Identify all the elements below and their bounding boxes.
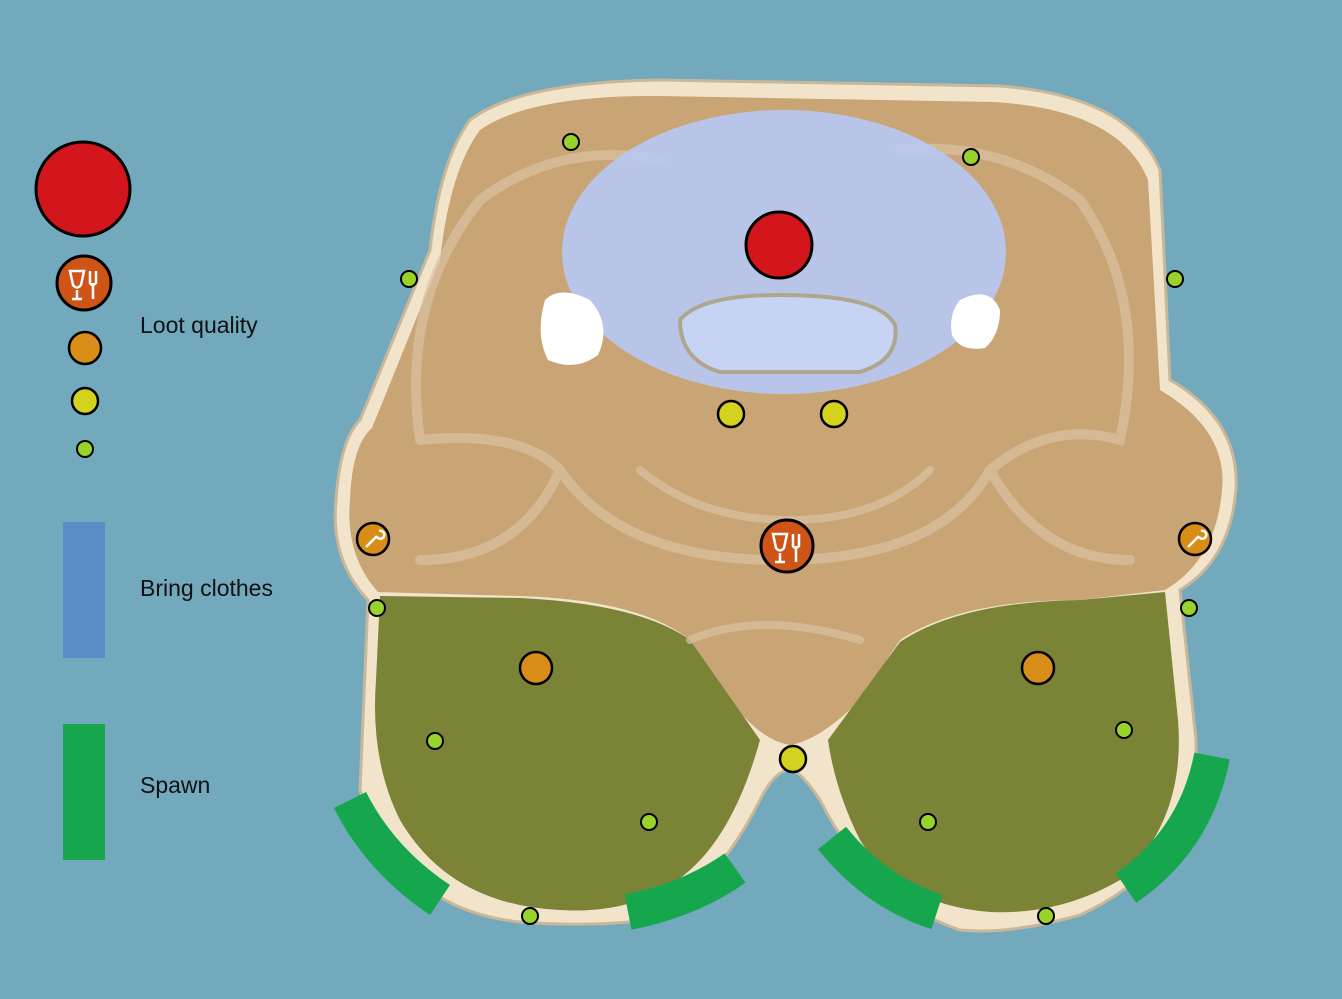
green-circle-icon[interactable] <box>1037 907 1055 925</box>
grass-region-left <box>375 596 760 911</box>
green-circle-icon[interactable] <box>1166 270 1184 288</box>
snow-patch-right <box>951 294 1000 349</box>
snow-patch-left <box>540 292 604 365</box>
yellow-circle-icon <box>70 386 100 416</box>
spawn-swatch <box>63 724 105 860</box>
green-circle-icon[interactable] <box>919 813 937 831</box>
yellow-circle-icon[interactable] <box>819 399 849 429</box>
bring-clothes-swatch <box>63 522 105 658</box>
spawn-zone <box>1115 752 1230 903</box>
inner-ridge <box>677 292 898 374</box>
spawn-zone <box>817 826 943 930</box>
green-circle-icon[interactable] <box>1180 599 1198 617</box>
green-circle-icon[interactable] <box>400 270 418 288</box>
wrench-icon[interactable] <box>355 521 391 557</box>
legend <box>34 140 132 860</box>
yellow-circle-icon[interactable] <box>716 399 746 429</box>
green-circle-icon[interactable] <box>368 599 386 617</box>
wrench-icon[interactable] <box>1177 521 1213 557</box>
green-circle-icon[interactable] <box>640 813 658 831</box>
spawn-label: Spawn <box>140 772 211 798</box>
food-drink-icon[interactable] <box>759 518 815 574</box>
orange-circle-icon[interactable] <box>1020 650 1056 686</box>
orange-circle-icon <box>67 330 103 366</box>
green-circle-icon <box>76 440 94 458</box>
orange-circle-icon[interactable] <box>518 650 554 686</box>
food-drink-icon <box>55 254 113 312</box>
green-circle-icon[interactable] <box>562 133 580 151</box>
loot-quality-label: Loot quality <box>140 312 258 338</box>
red-circle-icon <box>34 140 132 238</box>
bring-clothes-label: Bring clothes <box>140 575 273 601</box>
green-circle-icon[interactable] <box>521 907 539 925</box>
spawn-zone <box>624 853 746 930</box>
green-circle-icon[interactable] <box>426 732 444 750</box>
trail <box>411 143 1135 566</box>
green-circle-icon[interactable] <box>962 148 980 166</box>
green-circle-icon[interactable] <box>1115 721 1133 739</box>
yellow-circle-icon[interactable] <box>778 744 808 774</box>
spawn-zone <box>333 791 451 915</box>
grass-region-right <box>828 592 1179 913</box>
red-circle-icon[interactable] <box>744 210 814 280</box>
